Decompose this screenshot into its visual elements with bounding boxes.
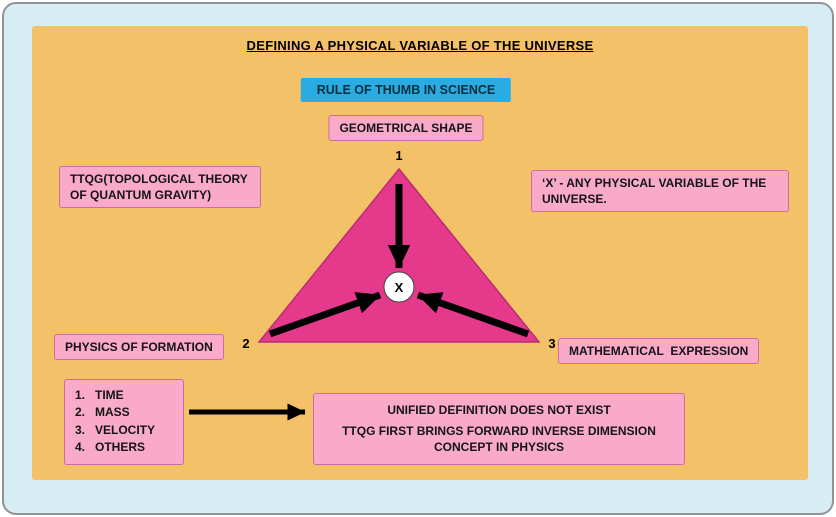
conclusion-line-1: UNIFIED DEFINITION DOES NOT EXIST <box>387 403 611 417</box>
arrow-left-to-center-icon <box>268 291 382 338</box>
list-item-time: 1. TIME <box>75 388 124 402</box>
x-variable-definition-box: ‘X’ - ANY PHYSICAL VARIABLE OF THE UNIVE… <box>531 170 789 213</box>
physics-of-formation-box: PHYSICS OF FORMATION <box>54 334 224 361</box>
geometrical-shape-label: GEOMETRICAL SHAPE <box>328 115 484 142</box>
diagram-title: DEFINING A PHYSICAL VARIABLE OF THE UNIV… <box>246 38 594 53</box>
conclusion-line-2: TTQG FIRST BRINGS FORWARD INVERSE DIMENS… <box>342 424 656 455</box>
mathematical-expression-box: MATHEMATICAL EXPRESSION <box>558 338 760 365</box>
vertex-3-label: 3 <box>548 336 555 351</box>
conclusion-box: UNIFIED DEFINITION DOES NOT EXIST TTQG F… <box>313 393 685 465</box>
variables-list-box: 1. TIME 2. MASS 3. VELOCITY 4. OTHERS <box>64 379 184 465</box>
list-item-mass: 2. MASS <box>75 405 130 420</box>
list-item-others: 4. OTHERS <box>75 440 146 455</box>
diagram-canvas: DEFINING A PHYSICAL VARIABLE OF THE UNIV… <box>32 26 808 480</box>
rule-of-thumb-banner: RULE OF THUMB IN SCIENCE <box>300 78 512 102</box>
list-to-conclusion-arrow-icon <box>189 403 306 421</box>
triangle-diagram: X 1 2 3 <box>242 148 555 351</box>
vertex-2-label: 2 <box>242 336 249 351</box>
vertex-1-label: 1 <box>395 148 402 163</box>
list-item-velocity: 3. VELOCITY <box>75 422 156 437</box>
ttqg-definition-box: TTQG(TOPOLOGICAL THEORY OF QUANTUM GRAVI… <box>59 166 261 209</box>
arrow-right-to-center-icon <box>416 291 530 338</box>
center-circle <box>383 271 415 303</box>
center-x-label: X <box>395 280 404 295</box>
